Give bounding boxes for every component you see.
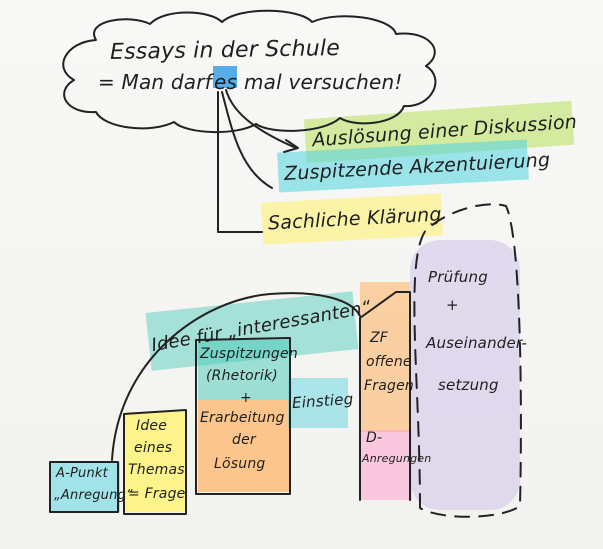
a-punkt-box bbox=[49, 461, 119, 513]
branch-line-3 bbox=[217, 91, 263, 233]
idee-line-1: Idee bbox=[136, 418, 168, 434]
zusp-line-4: Erarbeitung bbox=[200, 410, 285, 426]
zusp-line-1: Zuspitzungen bbox=[200, 346, 298, 362]
highlight-a-punkt bbox=[50, 462, 120, 512]
a-punkt-line-1: A-Punkt bbox=[56, 466, 108, 481]
cloud-line-2-pre: = Man darf bbox=[98, 70, 212, 94]
zf-line-4: D- bbox=[366, 430, 383, 446]
highlight-erarbeitung bbox=[198, 400, 290, 492]
idee-box bbox=[123, 409, 187, 515]
zusp-line-2: (Rhetorik) bbox=[206, 368, 278, 384]
highlight-pruefung bbox=[410, 240, 520, 510]
zf-line-1: ZF bbox=[370, 330, 389, 346]
branch-line-2 bbox=[221, 91, 273, 189]
cloud-outline bbox=[62, 9, 437, 133]
highlight-zf-orange bbox=[360, 282, 410, 432]
cloud-line-2-es: es bbox=[214, 70, 238, 94]
pruefung-outline bbox=[413, 203, 522, 518]
a-punkt-line-2: „Anregung“ bbox=[54, 488, 133, 503]
idee-line-2: eines bbox=[134, 440, 173, 456]
zf-line-3: Fragen bbox=[364, 378, 414, 394]
pruefung-line-4: setzung bbox=[438, 376, 499, 394]
highlight-zf-pink bbox=[360, 430, 412, 500]
zusp-line-6: Lösung bbox=[214, 456, 266, 472]
zf-line-5: Anregungen bbox=[362, 452, 432, 465]
highlight-es bbox=[213, 66, 237, 88]
highlight-zuspitzungen bbox=[198, 340, 290, 400]
idee-line-4: = Frage bbox=[128, 486, 186, 502]
zusp-line-5: der bbox=[232, 432, 256, 448]
zusp-line-3: + bbox=[240, 390, 252, 406]
zuspitzungen-box bbox=[195, 337, 291, 495]
cloud-line-1: Essays in der Schule bbox=[109, 35, 341, 66]
idee-line-3: Themas bbox=[128, 462, 185, 478]
highlight-idee-themas bbox=[125, 412, 187, 512]
cloud-line-2-post: mal versuchen! bbox=[244, 70, 403, 94]
arrow-head-1 bbox=[283, 139, 299, 153]
pruefung-line-1: Prüfung bbox=[428, 268, 488, 286]
zf-line-2: offene bbox=[366, 354, 412, 370]
branch-line-1 bbox=[225, 89, 297, 149]
zf-bracket bbox=[359, 291, 411, 501]
highlight-einstieg bbox=[288, 378, 348, 428]
pruefung-line-2: + bbox=[446, 296, 459, 314]
arch-outline bbox=[111, 292, 361, 461]
pruefung-line-3: Auseinander- bbox=[426, 334, 528, 352]
